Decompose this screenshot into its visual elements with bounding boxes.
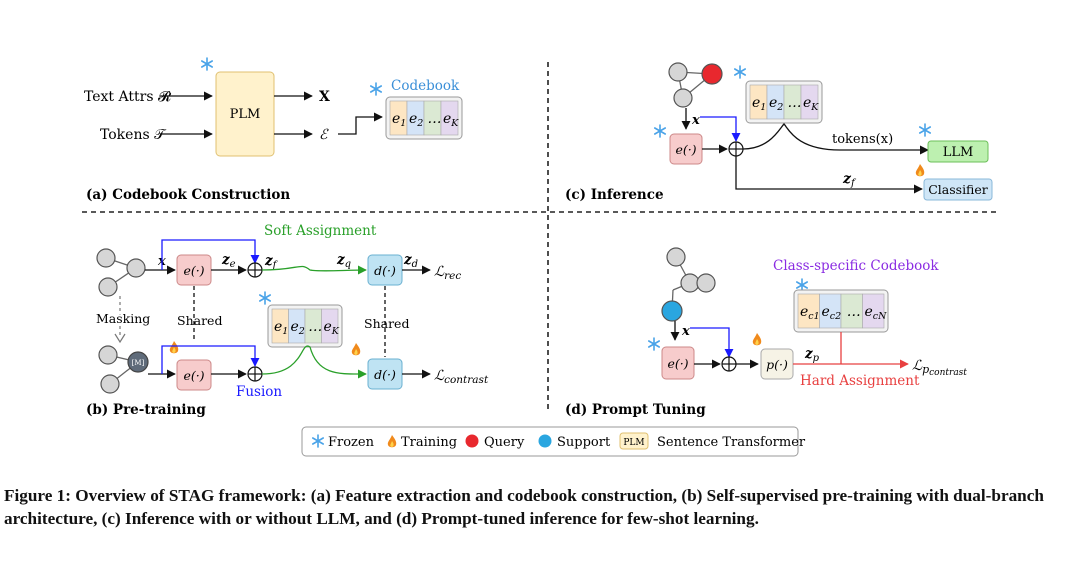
text-attrs-label: Text Attrs 𝓡 xyxy=(84,89,172,105)
legend-plm-badge-text: PLM xyxy=(623,438,644,448)
legend-plm-desc: Sentence Transformer xyxy=(657,435,806,450)
frozen-snowflake-icon xyxy=(918,123,932,137)
codebook-b-cell-4 xyxy=(321,308,339,344)
panel-c-title: (c) Inference xyxy=(565,187,664,203)
soft-assignment-label: Soft Assignment xyxy=(264,223,377,239)
training-flame-icon xyxy=(351,343,361,356)
input-graph-top xyxy=(96,248,146,297)
class-codebook-title: Class-specific Codebook xyxy=(773,258,939,274)
legend-support: Support xyxy=(557,435,611,450)
llm-label: LLM xyxy=(943,145,974,160)
class-codebook-cell-label-3: … xyxy=(847,304,861,320)
legend-support-dot xyxy=(538,434,552,448)
training-flame-icon xyxy=(752,333,762,346)
frozen-snowflake-icon xyxy=(653,124,667,138)
frozen-snowflake-icon xyxy=(647,337,661,351)
panel-a-title: (a) Codebook Construction xyxy=(86,187,290,203)
plm-block xyxy=(215,71,275,157)
encoder-label-c: e(·) xyxy=(675,142,696,157)
legend-training: Training xyxy=(401,435,457,450)
zf-label-b: zf xyxy=(264,253,279,271)
query-graph xyxy=(668,62,723,108)
loss-rec: ℒrec xyxy=(434,264,461,282)
frozen-snowflake-icon xyxy=(733,65,747,79)
classifier-label: Classifier xyxy=(928,182,988,197)
loss-p-contrast: ℒpcontrast xyxy=(912,358,967,378)
masked-graph: [M] xyxy=(98,345,149,394)
hard-assignment-label: Hard Assignment xyxy=(800,373,920,389)
panel-a-codebook-construction: Text Attrs 𝓡 Tokens 𝒯 PLM X ℰ Codebook e… xyxy=(84,57,463,203)
frozen-snowflake-icon xyxy=(201,57,213,71)
x-output: X xyxy=(319,89,330,105)
e-output: ℰ xyxy=(319,127,329,143)
classifier-block xyxy=(923,178,993,201)
codebook-c-cell-label-3: … xyxy=(788,95,802,111)
zq-label: zq xyxy=(336,252,351,270)
codebook-b-cell-label-3: … xyxy=(308,319,322,335)
training-flame-icon xyxy=(915,164,925,177)
panel-d-prompt-tuning: x e(·) p(·) zp Class-specific Codebook e… xyxy=(565,247,967,418)
codebook-title: Codebook xyxy=(391,78,460,94)
legend: Frozen Training Query Support PLM Senten… xyxy=(301,426,806,457)
encoder-block-d xyxy=(661,346,695,380)
training-flame-icon xyxy=(169,341,179,354)
zd-label: zd xyxy=(403,252,418,270)
plm-label: PLM xyxy=(230,107,261,122)
frozen-snowflake-icon xyxy=(795,278,809,292)
zp-label: zp xyxy=(804,346,820,364)
encoder-block-bottom xyxy=(176,359,212,391)
shared-label-right: Shared xyxy=(364,316,409,331)
encoder-label-top: e(·) xyxy=(183,263,204,278)
stag-framework-figure: Text Attrs 𝓡 Tokens 𝒯 PLM X ℰ Codebook e… xyxy=(82,57,1000,457)
masking-label-text: Masking xyxy=(96,311,150,326)
fusion-label: Fusion xyxy=(236,384,282,400)
tokens-label: Tokens 𝒯 xyxy=(100,127,167,143)
masking-label: Masking xyxy=(96,311,150,326)
codebook-a-cell-4 xyxy=(440,100,459,136)
decoder-label-top: d(·) xyxy=(374,263,396,278)
encoder-label-d: e(·) xyxy=(667,356,688,371)
figure-caption: Figure 1: Overview of STAG framework: (a… xyxy=(4,486,1044,528)
x-input-c: x xyxy=(691,113,700,128)
ze-label: ze xyxy=(221,252,236,270)
x-input-d: x xyxy=(681,324,690,339)
encoder-label-bottom: e(·) xyxy=(183,368,204,383)
shared-label-left: Shared xyxy=(177,313,222,328)
codebook-c-cell-4 xyxy=(800,84,819,120)
legend-query: Query xyxy=(484,435,525,450)
legend-query-dot xyxy=(465,434,479,448)
class-codebook-cell-4 xyxy=(862,293,885,329)
llm-block xyxy=(927,140,989,163)
legend-plm-badge xyxy=(619,432,649,450)
panel-d-title: (d) Prompt Tuning xyxy=(565,402,706,418)
zf-label-c: zf xyxy=(842,171,857,189)
frozen-snowflake-icon xyxy=(369,82,383,96)
mask-token-label: [M] xyxy=(132,359,145,367)
support-graph xyxy=(661,247,716,322)
legend-frozen: Frozen xyxy=(328,435,375,450)
loss-contrast: ℒcontrast xyxy=(434,368,489,386)
decoder-label-bottom: d(·) xyxy=(374,367,396,382)
prompt-label: p(·) xyxy=(766,357,788,372)
frozen-snowflake-icon xyxy=(258,291,272,305)
codebook-a-cell-label-3: … xyxy=(428,111,442,127)
panel-b-title: (b) Pre-training xyxy=(86,402,206,418)
tokens-x-label: tokens(x) xyxy=(832,132,893,147)
